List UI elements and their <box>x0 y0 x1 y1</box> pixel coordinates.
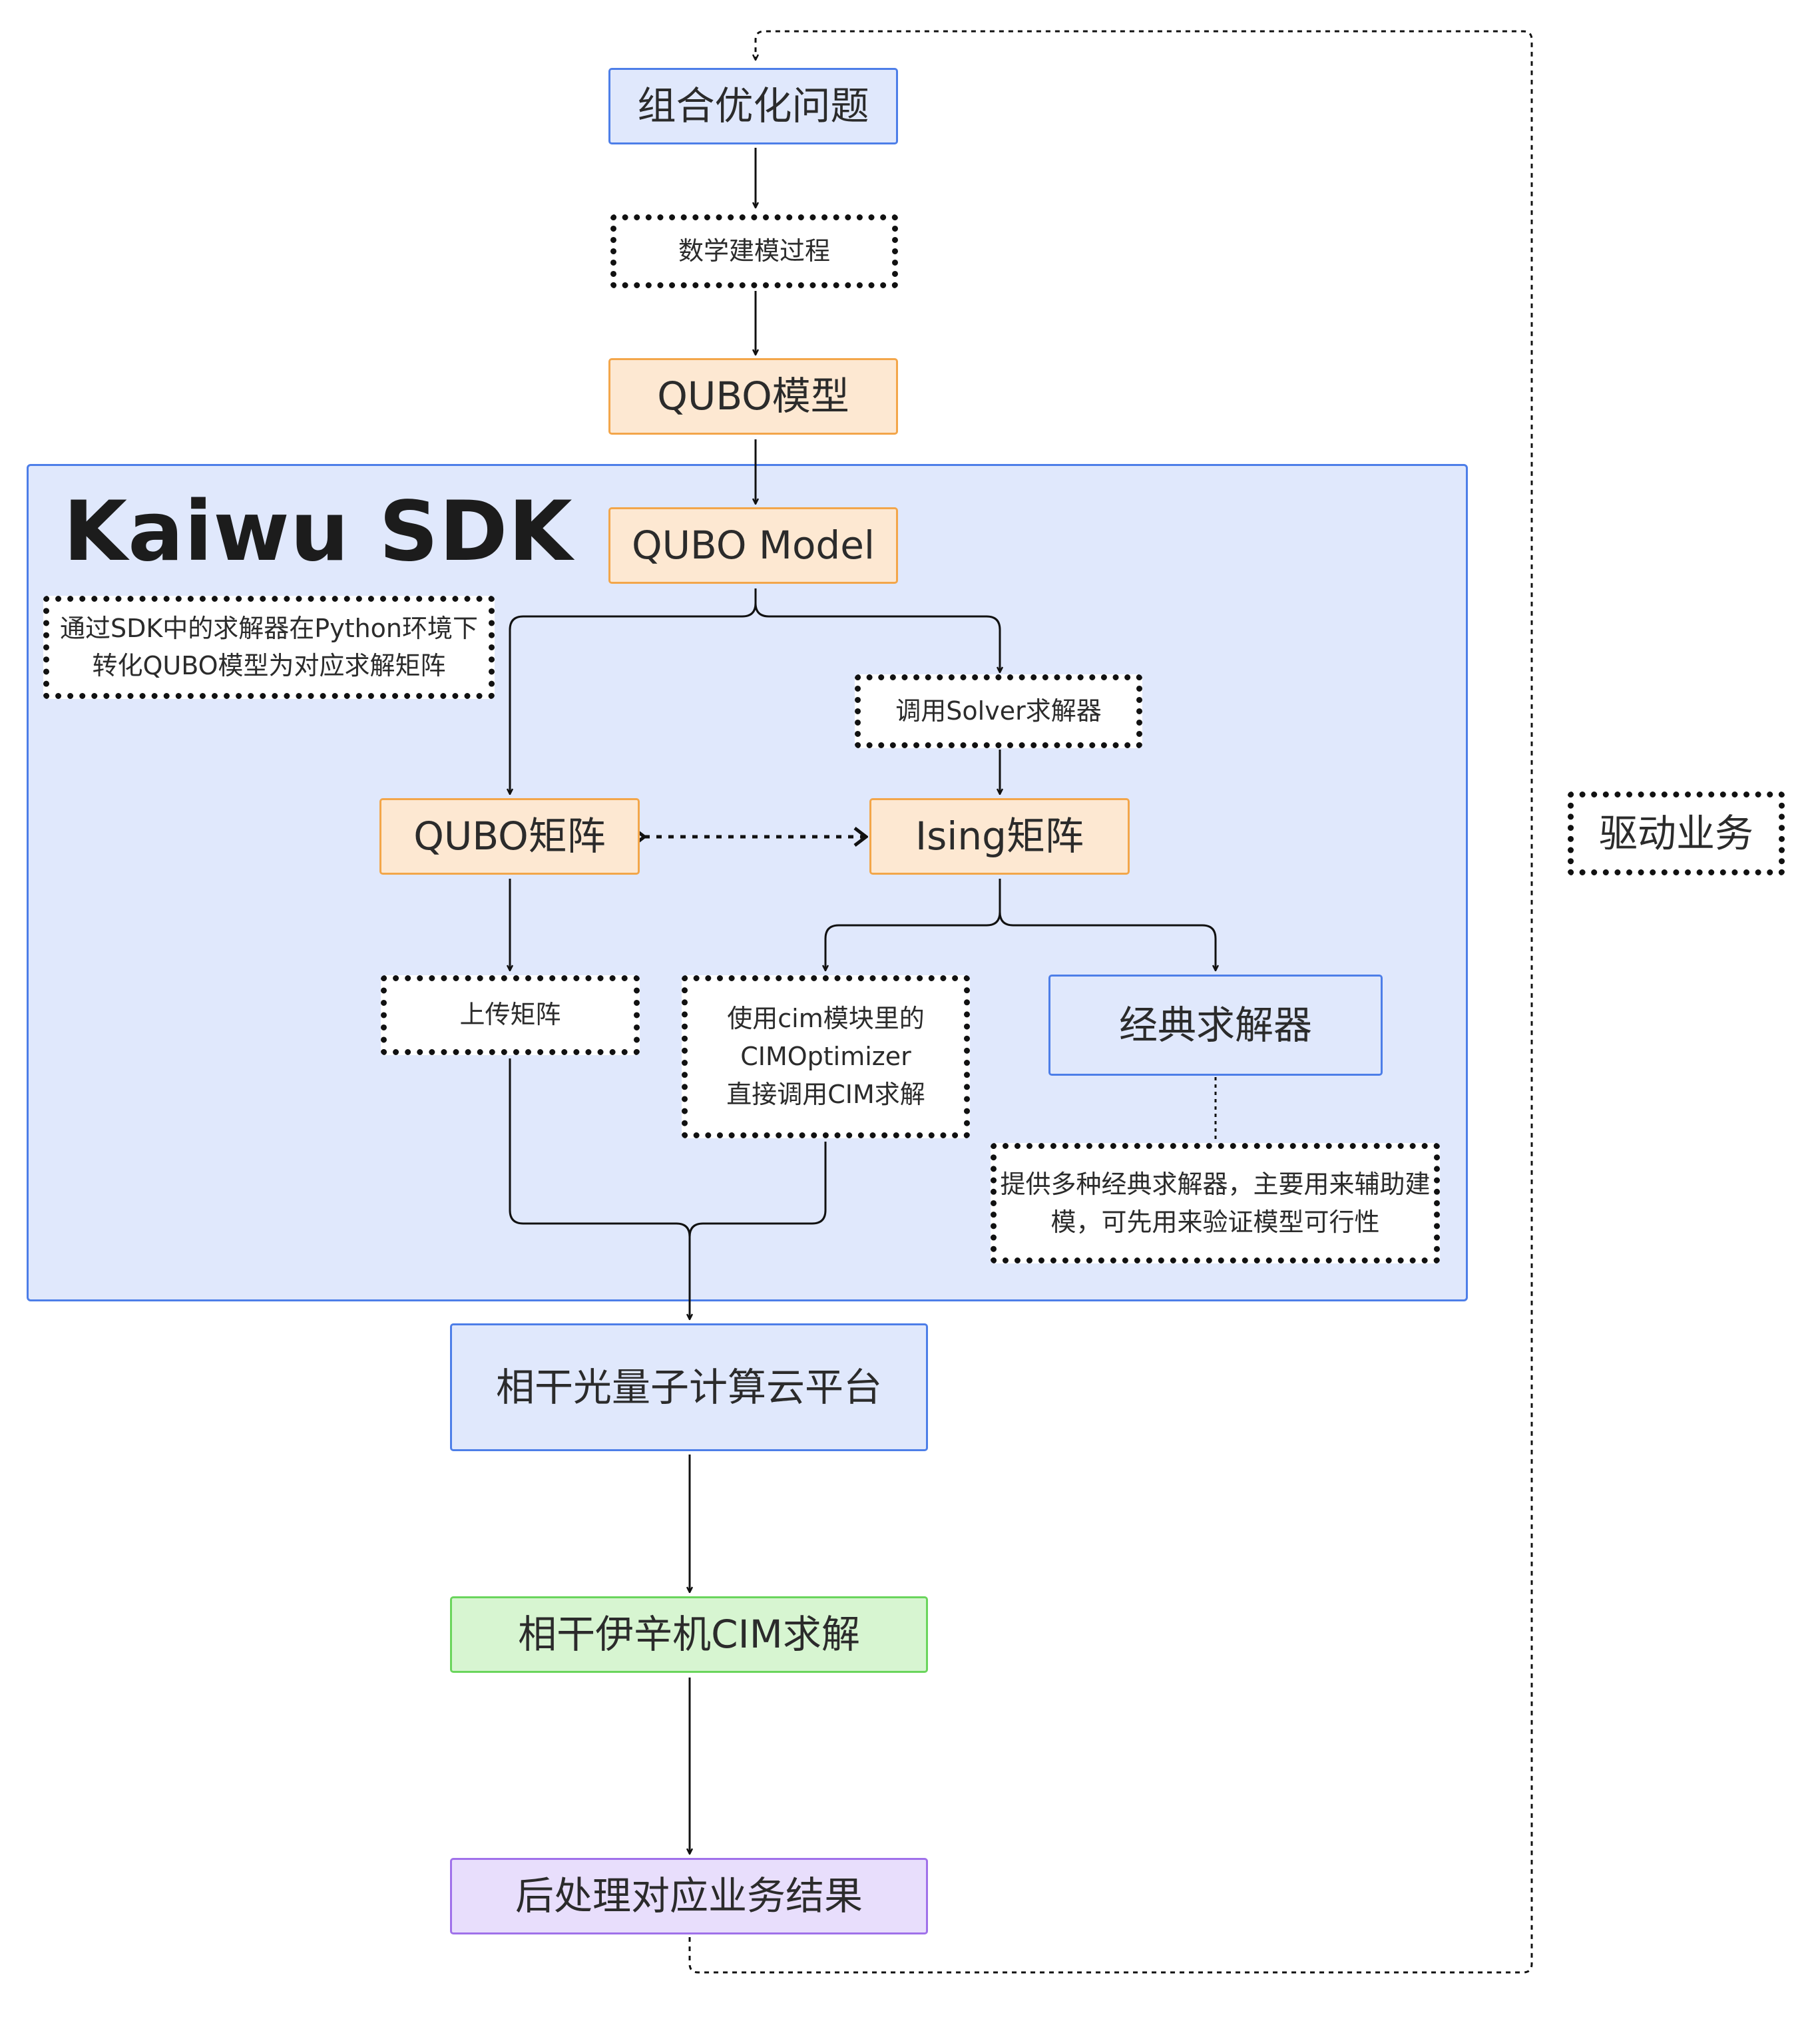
node-post-process: 后处理对应业务结果 <box>450 1858 928 1934</box>
node-ising-matrix: Ising矩阵 <box>869 798 1130 875</box>
node-qubo-model-cn: QUBO模型 <box>608 358 898 435</box>
node-classic-solver: 经典求解器 <box>1048 975 1383 1076</box>
feedback-loop <box>688 30 1533 1974</box>
note-drive-business: 驱动业务 <box>1568 791 1785 875</box>
branch-model-to-solver <box>754 588 1000 672</box>
note-cim-direct: 使用cim模块里的 CIMOptimizer 直接调用CIM求解 <box>682 975 970 1138</box>
branch-model-to-qubo-matrix <box>510 588 757 794</box>
note-sdk-conversion: 通过SDK中的求解器在Python环境下 转化QUBO模型为对应求解矩阵 <box>43 596 495 699</box>
node-qubo-matrix: QUBO矩阵 <box>379 798 640 875</box>
note-classic-solvers: 提供多种经典求解器，主要用来辅助建 模，可先用来验证模型可行性 <box>991 1143 1440 1263</box>
node-problem: 组合优化问题 <box>608 68 898 144</box>
merge-cim-direct-to-cloud <box>688 1142 827 1237</box>
node-cloud-platform: 相干光量子计算云平台 <box>450 1323 928 1451</box>
branch-ising-to-classic <box>999 879 1216 971</box>
node-cim-solve: 相干伊辛机CIM求解 <box>450 1596 928 1673</box>
note-call-solver: 调用Solver求解器 <box>855 674 1142 748</box>
sdk-title: Kaiwu SDK <box>63 484 573 580</box>
merge-upload-to-cloud <box>509 1058 690 1319</box>
node-qubo-model-en: QUBO Model <box>608 507 898 584</box>
note-upload-matrix: 上传矩阵 <box>381 975 640 1055</box>
branch-ising-to-cim-direct <box>825 879 1001 971</box>
note-modeling: 数学建模过程 <box>610 214 898 288</box>
